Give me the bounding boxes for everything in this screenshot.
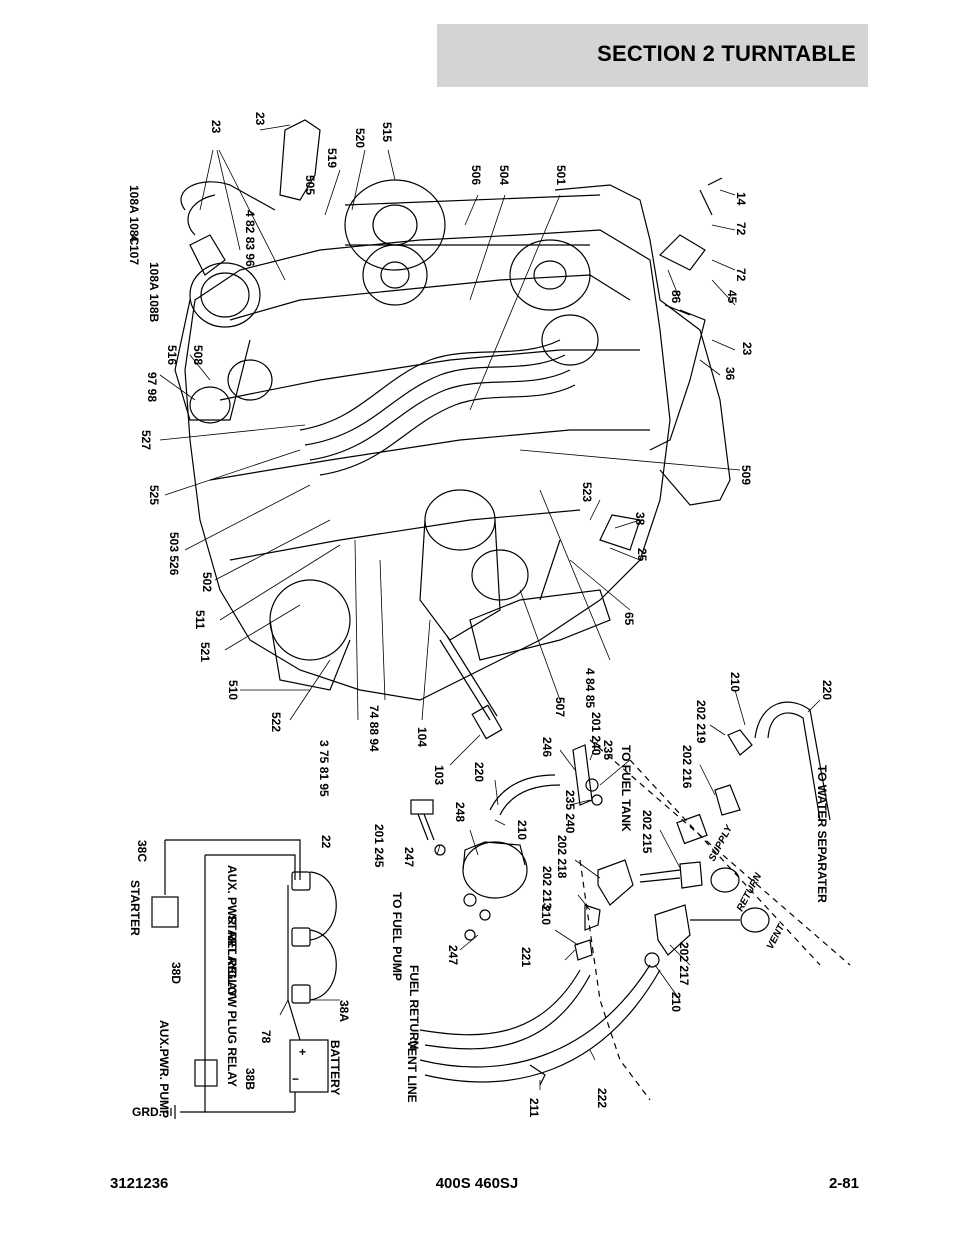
callout: 38C	[135, 840, 149, 862]
callout: 220	[472, 762, 486, 782]
callout: VENT LINE	[405, 1040, 419, 1103]
callout: TO FUEL PUMP	[390, 892, 404, 981]
callout: 86	[669, 290, 683, 304]
callout: 202 213	[540, 866, 554, 910]
callout: 523	[580, 482, 594, 502]
callout: 201 245	[372, 824, 386, 868]
leader-lines	[159, 124, 821, 1090]
callout: 202 217	[677, 942, 691, 986]
callout: 220	[820, 680, 834, 700]
callout: 246	[540, 737, 554, 757]
callout: 503 526	[167, 532, 181, 576]
callout: 202 218	[555, 835, 569, 879]
callout: GRD.	[132, 1105, 162, 1119]
callout: 506	[469, 165, 483, 185]
callout: 72	[734, 222, 748, 236]
callout: AUX.PWR. PUMP	[157, 1020, 171, 1118]
callout: 23	[740, 342, 754, 356]
callout: 4 82 83 96	[243, 210, 257, 267]
callout: 521	[198, 642, 212, 662]
callout: 235	[601, 740, 615, 760]
callout: 502	[200, 572, 214, 592]
callout: 3 75 81 95	[317, 740, 331, 797]
callout: 65	[622, 612, 636, 626]
callout: 520	[353, 128, 367, 148]
callout: 108A 108B	[147, 262, 161, 323]
callout: 202 216	[680, 745, 694, 789]
callout: 501	[554, 165, 568, 185]
callout: 103	[432, 765, 446, 785]
callout: 211	[527, 1098, 541, 1118]
callout: 45	[725, 290, 739, 304]
callout: 38D	[169, 962, 183, 984]
callout: BATTERY	[328, 1040, 342, 1095]
engine-line-art	[174, 119, 731, 740]
callout: 210	[539, 905, 553, 925]
callout: 248	[453, 802, 467, 822]
callout: SUPPLY	[707, 822, 736, 863]
callout: 210	[728, 672, 742, 692]
callout: 222	[595, 1088, 609, 1108]
callout: GLOW PLUG RELAY	[225, 970, 239, 1087]
fuel-system-line-art	[410, 701, 851, 1101]
callout: TO FUEL TANK	[619, 745, 633, 832]
callout: 38A	[337, 1000, 351, 1022]
callout: 522	[269, 712, 283, 732]
callout: TO WATER SEPARATER	[815, 765, 829, 903]
callout: 36	[723, 367, 737, 381]
callout: FUEL RETURN	[407, 965, 421, 1049]
callout: VENT	[765, 922, 788, 951]
callout: 507	[553, 697, 567, 717]
callout: 519	[325, 148, 339, 168]
callout: 25	[635, 548, 649, 562]
callout: 247	[402, 847, 416, 867]
callout: 525	[147, 485, 161, 505]
callout: 210	[669, 992, 683, 1012]
callout: 247	[446, 945, 460, 965]
callout: 508	[191, 345, 205, 365]
callout: 202 215	[640, 810, 654, 854]
callout: +	[299, 1045, 306, 1059]
callout: −	[292, 1072, 299, 1086]
callout: RETURN	[735, 871, 765, 914]
callout: 23	[209, 120, 223, 134]
callout: 201 240	[589, 712, 603, 756]
callout: 4 84 85	[583, 668, 597, 708]
callout: 516	[165, 345, 179, 365]
callout: 511	[193, 610, 207, 630]
callout: 97 98	[145, 372, 159, 402]
section-header: SECTION 2 TURNTABLE	[437, 24, 868, 87]
callout: 108A 108C	[127, 185, 141, 246]
section-title: SECTION 2 TURNTABLE	[597, 41, 856, 66]
callout: 510	[226, 680, 240, 700]
callout: 210	[515, 820, 529, 840]
callout: 72	[734, 268, 748, 282]
callout: AUX. PWR. RELAY	[225, 865, 239, 971]
callout: 74 88 94	[367, 705, 381, 752]
callout: 504	[497, 165, 511, 185]
callout: 235 240	[563, 790, 577, 834]
callout: 78	[259, 1030, 273, 1044]
callout: 221	[519, 947, 533, 967]
callout: 14	[734, 192, 748, 206]
callout: 4 107	[127, 235, 141, 265]
callout: STARTER	[128, 880, 142, 936]
callout: 104	[415, 727, 429, 747]
callout: 527	[139, 430, 153, 450]
callout: 38B	[243, 1068, 257, 1090]
callout: 515	[380, 122, 394, 142]
callout: 23	[253, 112, 267, 126]
model-name: 400S 460SJ	[435, 1175, 519, 1192]
callout: 38	[633, 512, 647, 526]
callout: START RELAY	[225, 915, 239, 997]
callout: 202 219	[694, 700, 708, 744]
callout: 505	[303, 175, 317, 195]
callout: 22	[319, 835, 333, 849]
doc-number: 3121236	[110, 1175, 169, 1192]
page-number: 2-81	[828, 1175, 859, 1192]
callout: 509	[739, 465, 753, 485]
